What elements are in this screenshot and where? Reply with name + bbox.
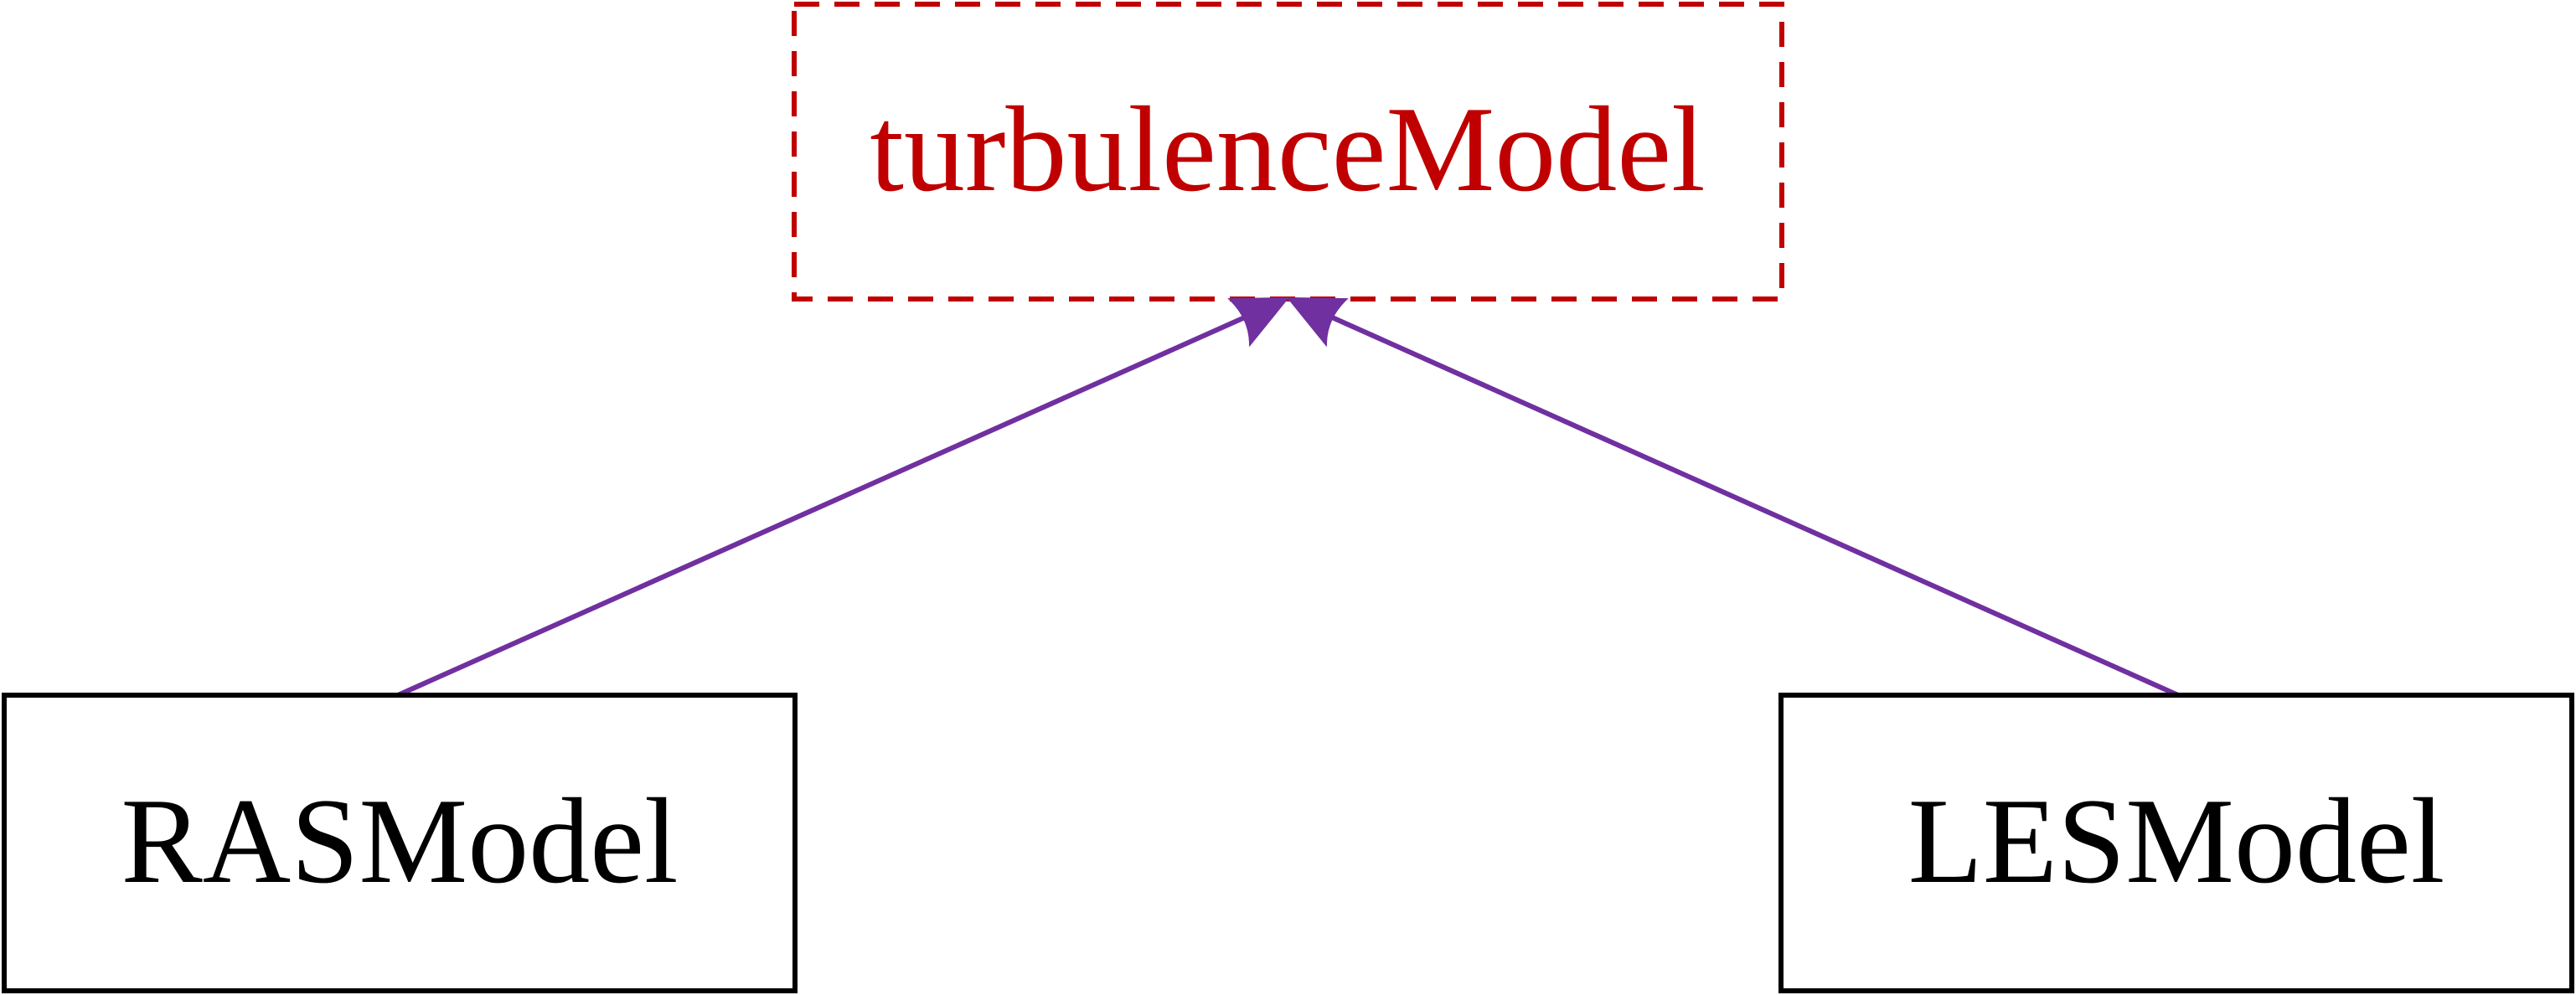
node-rasmodel-label: RASModel [121, 773, 678, 909]
edge-lesmodel-line [1329, 314, 2180, 698]
node-lesmodel-box [1778, 693, 2574, 993]
edge-lesmodel-arrowhead [1286, 296, 1349, 348]
edge-rasmodel-arrowhead [1227, 296, 1290, 348]
node-rasmodel-box [2, 693, 798, 993]
node-turbulence-model[interactable]: turbulenceModel [792, 2, 1784, 302]
node-lesmodel-label: LESModel [1908, 773, 2445, 909]
node-rasmodel[interactable]: RASModel [2, 693, 798, 993]
edge-rasmodel-to-turbulencemodel [396, 296, 1290, 698]
edge-rasmodel-line [396, 314, 1248, 698]
edge-lesmodel-to-turbulencemodel [1286, 296, 2180, 698]
node-turbulence-model-box [792, 2, 1784, 302]
node-turbulence-model-label: turbulenceModel [870, 81, 1705, 217]
node-lesmodel[interactable]: LESModel [1778, 693, 2574, 993]
